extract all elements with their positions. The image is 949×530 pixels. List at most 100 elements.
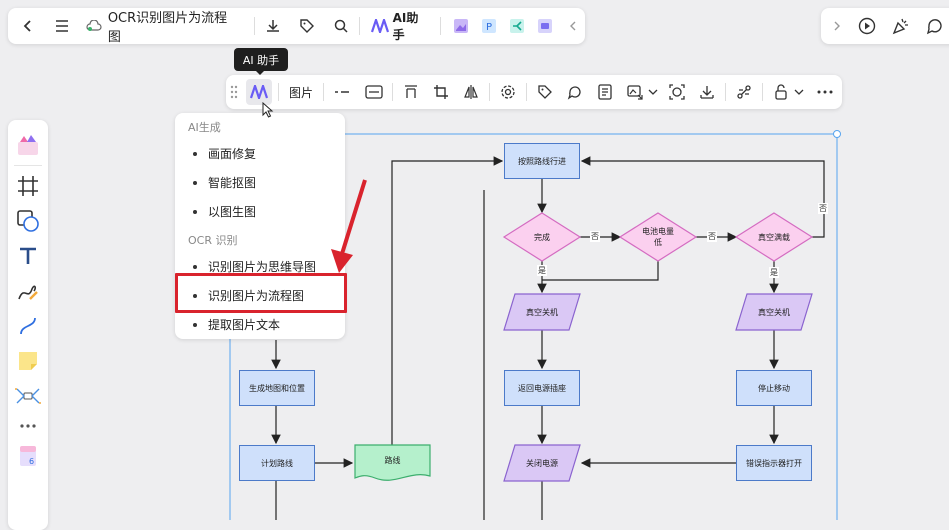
caption-icon[interactable] bbox=[362, 80, 386, 104]
ai-assistant-tool-icon[interactable] bbox=[246, 79, 272, 105]
zoom-fit-icon[interactable] bbox=[665, 80, 689, 104]
annotation-arrow bbox=[331, 179, 367, 273]
ai-assistant-menu: AI生成 画面修复 智能抠图 以图生图 OCR 识别 识别图片为思维导图 识别图… bbox=[175, 113, 345, 339]
edge-label-yes-1: 是 bbox=[537, 265, 547, 276]
cloud-sync-icon bbox=[82, 14, 106, 38]
menu-section-ocr: OCR 识别 bbox=[188, 234, 238, 247]
ai-logo-icon[interactable] bbox=[368, 14, 392, 38]
menu-item-extract-text[interactable]: 提取图片文本 bbox=[175, 310, 345, 339]
replace-image-icon[interactable] bbox=[623, 80, 647, 104]
menu-item-cutout[interactable]: 智能抠图 bbox=[175, 168, 345, 197]
edge-label-no-1: 否 bbox=[590, 231, 600, 242]
frame-icon[interactable] bbox=[12, 170, 44, 202]
bullet bbox=[193, 151, 197, 156]
mindmap-icon[interactable] bbox=[12, 380, 44, 412]
menu-icon[interactable] bbox=[50, 14, 74, 38]
lock-icon[interactable] bbox=[769, 80, 793, 104]
tag-tool-icon[interactable] bbox=[533, 80, 557, 104]
flip-icon[interactable] bbox=[459, 80, 483, 104]
menu-item-repair[interactable]: 画面修复 bbox=[175, 139, 345, 168]
text-icon[interactable] bbox=[12, 240, 44, 272]
connector-icon[interactable] bbox=[12, 310, 44, 342]
download-icon[interactable] bbox=[261, 14, 285, 38]
menu-item-ocr-mindmap[interactable]: 识别图片为思维导图 bbox=[175, 252, 345, 281]
p-plugin-icon[interactable]: P bbox=[477, 14, 501, 38]
mouse-cursor-icon bbox=[262, 102, 274, 118]
image-type-label[interactable]: 图片 bbox=[289, 85, 314, 100]
node-vacuum-full[interactable]: 真空满载 bbox=[758, 232, 790, 242]
tag-icon[interactable] bbox=[295, 14, 319, 38]
pen-icon[interactable] bbox=[12, 275, 44, 307]
divider bbox=[526, 83, 528, 101]
svg-text:6: 6 bbox=[29, 457, 34, 466]
search-icon[interactable] bbox=[329, 14, 353, 38]
back-icon[interactable] bbox=[16, 14, 40, 38]
tooltip-text: AI 助手 bbox=[242, 53, 280, 67]
line-style-icon[interactable] bbox=[330, 80, 354, 104]
mindmap-plugin-icon[interactable] bbox=[505, 14, 529, 38]
node-route[interactable]: 路线 bbox=[384, 455, 401, 465]
chat-plugin-icon[interactable] bbox=[533, 14, 557, 38]
ai-assistant-tooltip: AI 助手 bbox=[234, 48, 288, 71]
settings-icon[interactable] bbox=[496, 80, 520, 104]
download-tool-icon[interactable] bbox=[695, 80, 719, 104]
sticky-note-icon[interactable] bbox=[12, 345, 44, 377]
node-follow-route[interactable]: 按照路线行进 bbox=[504, 143, 580, 179]
ai-assistant-button[interactable]: AI助手 bbox=[392, 11, 419, 42]
menu-item-label: 识别图片为流程图 bbox=[208, 289, 305, 303]
edge-label-no-3: 否 bbox=[818, 203, 828, 214]
node-vacuum-off-left[interactable]: 真空关机 bbox=[526, 307, 558, 317]
menu-section-ai: AI生成 bbox=[188, 121, 221, 134]
tooltip-arrow bbox=[255, 70, 265, 75]
bullet bbox=[193, 293, 197, 298]
divider bbox=[323, 83, 325, 101]
node-power-off[interactable]: 关闭电源 bbox=[526, 458, 558, 468]
menu-item-label: 以图生图 bbox=[208, 205, 257, 219]
crop-icon[interactable] bbox=[429, 80, 453, 104]
node-error-light[interactable]: 错误指示器打开 bbox=[736, 445, 812, 481]
divider bbox=[440, 17, 442, 35]
image-plugin-icon[interactable] bbox=[449, 14, 473, 38]
node-battery-low-line2: 低 bbox=[654, 238, 662, 247]
more-icon[interactable] bbox=[813, 80, 837, 104]
edge-label-yes-2: 是 bbox=[769, 267, 779, 278]
templates-icon[interactable] bbox=[12, 129, 44, 161]
node-done[interactable]: 完成 bbox=[534, 232, 550, 242]
menu-item-img2img[interactable]: 以图生图 bbox=[175, 197, 345, 226]
note-icon[interactable] bbox=[593, 80, 617, 104]
collapse-chevron-icon[interactable] bbox=[561, 14, 585, 38]
node-battery-low-line1: 电池电量 bbox=[642, 227, 674, 236]
celebrate-icon[interactable] bbox=[889, 14, 913, 38]
more-tools-icon[interactable] bbox=[12, 415, 44, 437]
node-stop-moving[interactable]: 停止移动 bbox=[736, 370, 812, 406]
bullet bbox=[193, 322, 197, 327]
expand-chevron-icon[interactable] bbox=[825, 14, 849, 38]
divider bbox=[392, 83, 394, 101]
drag-handle-icon[interactable] bbox=[226, 80, 242, 104]
menu-item-ocr-flowchart[interactable]: 识别图片为流程图 bbox=[175, 281, 345, 310]
top-toolbar: OCR识别图片为流程图 AI助手 P bbox=[8, 8, 585, 45]
node-return-socket[interactable]: 返回电源插座 bbox=[504, 370, 580, 406]
dropdown-chevron-icon[interactable] bbox=[647, 80, 659, 104]
top-right-toolbar bbox=[821, 8, 949, 44]
divider bbox=[762, 83, 764, 101]
bullet bbox=[193, 209, 197, 214]
node-generate-map[interactable]: 生成地图和位置 bbox=[239, 370, 315, 406]
node-vacuum-off-right[interactable]: 真空关机 bbox=[758, 307, 790, 317]
node-plan-route[interactable]: 计划路线 bbox=[239, 445, 315, 481]
divider bbox=[253, 17, 255, 35]
lock-dropdown-icon[interactable] bbox=[793, 80, 805, 104]
edge-label-no-2: 否 bbox=[707, 231, 717, 242]
align-icon[interactable] bbox=[399, 80, 423, 104]
shape-icon[interactable] bbox=[12, 205, 44, 237]
comment-tool-icon[interactable] bbox=[563, 80, 587, 104]
node-battery-low[interactable]: 电池电量 低 bbox=[628, 225, 688, 249]
play-icon[interactable] bbox=[855, 14, 879, 38]
menu-item-label: 识别图片为思维导图 bbox=[208, 260, 317, 274]
table-icon[interactable]: 6 bbox=[12, 440, 44, 472]
link-icon[interactable] bbox=[732, 80, 756, 104]
doc-title[interactable]: OCR识别图片为流程图 bbox=[107, 11, 228, 45]
comment-icon[interactable] bbox=[923, 14, 947, 38]
highlight-box bbox=[175, 273, 347, 313]
left-sidebar: 6 bbox=[8, 120, 48, 530]
